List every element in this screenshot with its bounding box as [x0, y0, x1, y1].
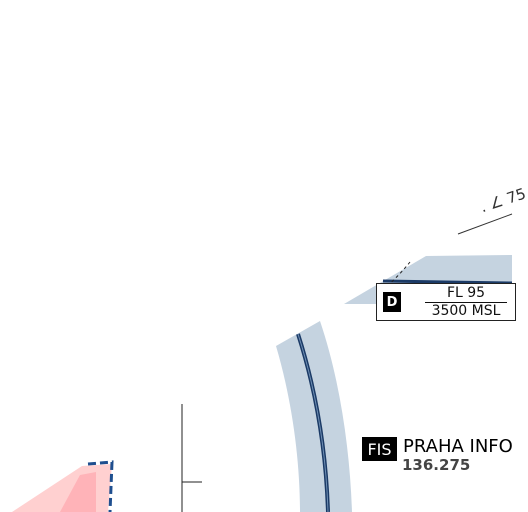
fis-badge: FIS [362, 437, 397, 461]
airspace-class-badge: D [383, 292, 401, 312]
fis-frequency: 136.275 [402, 456, 471, 474]
fis-name[interactable]: PRAHA INFO [403, 436, 513, 457]
route-line [457, 213, 513, 235]
dashed-boundary [382, 261, 411, 291]
airspace-limits: FL 95 3500 MSL [425, 285, 507, 319]
lower-limit: 3500 MSL [431, 303, 501, 319]
controlled-airspace-boundary [382, 279, 513, 285]
upper-limit: FL 95 [425, 285, 507, 303]
airspace-label[interactable]: D FL 95 3500 MSL [376, 283, 516, 321]
airspace-band [276, 321, 352, 512]
airspace-boundary-inner [297, 333, 329, 512]
restricted-area-core [60, 472, 96, 512]
restricted-area-border [87, 460, 114, 512]
restricted-area [12, 464, 112, 512]
